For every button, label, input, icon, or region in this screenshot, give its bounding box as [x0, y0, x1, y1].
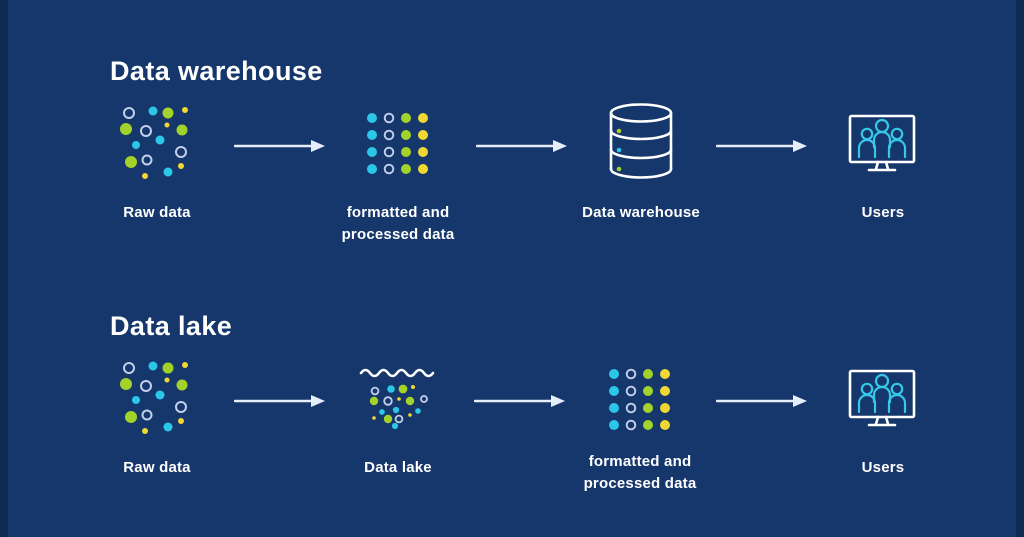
arrow-icon — [476, 138, 568, 154]
arrow-icon — [474, 393, 566, 409]
raw-data-label: Raw data — [123, 204, 191, 221]
processed-data-label-line1: formatted and — [346, 204, 450, 221]
raw-data-icon — [113, 355, 203, 445]
data-warehouse-label: Data warehouse — [582, 204, 700, 221]
arrow-icon — [234, 138, 326, 154]
processed-data-label-line2: processed data — [341, 226, 455, 243]
arrow-icon — [234, 393, 326, 409]
arrow-icon — [716, 393, 808, 409]
users-monitor-icon — [848, 369, 918, 431]
processed-data-label-line2: processed data — [583, 475, 697, 492]
processed-data-icon — [366, 112, 430, 176]
lake-section-title: Data lake — [110, 311, 233, 341]
database-icon — [608, 103, 674, 183]
processed-data-label-line1: formatted and — [588, 453, 692, 470]
processed-data-icon — [608, 368, 672, 432]
warehouse-section-title: Data warehouse — [110, 56, 323, 86]
slide-background: Data warehouse Raw data formatted and pr… — [8, 0, 1016, 537]
processed-data-label: formatted and processed data — [584, 451, 697, 495]
users-label: Users — [861, 204, 905, 221]
users-label: Users — [861, 459, 905, 476]
data-lake-label: Data lake — [364, 459, 432, 476]
raw-data-label: Raw data — [123, 459, 191, 476]
arrow-icon — [716, 138, 808, 154]
raw-data-icon — [113, 100, 203, 190]
processed-data-label: formatted and processed data — [342, 202, 455, 246]
data-lake-icon — [358, 366, 438, 434]
users-monitor-icon — [848, 114, 918, 176]
